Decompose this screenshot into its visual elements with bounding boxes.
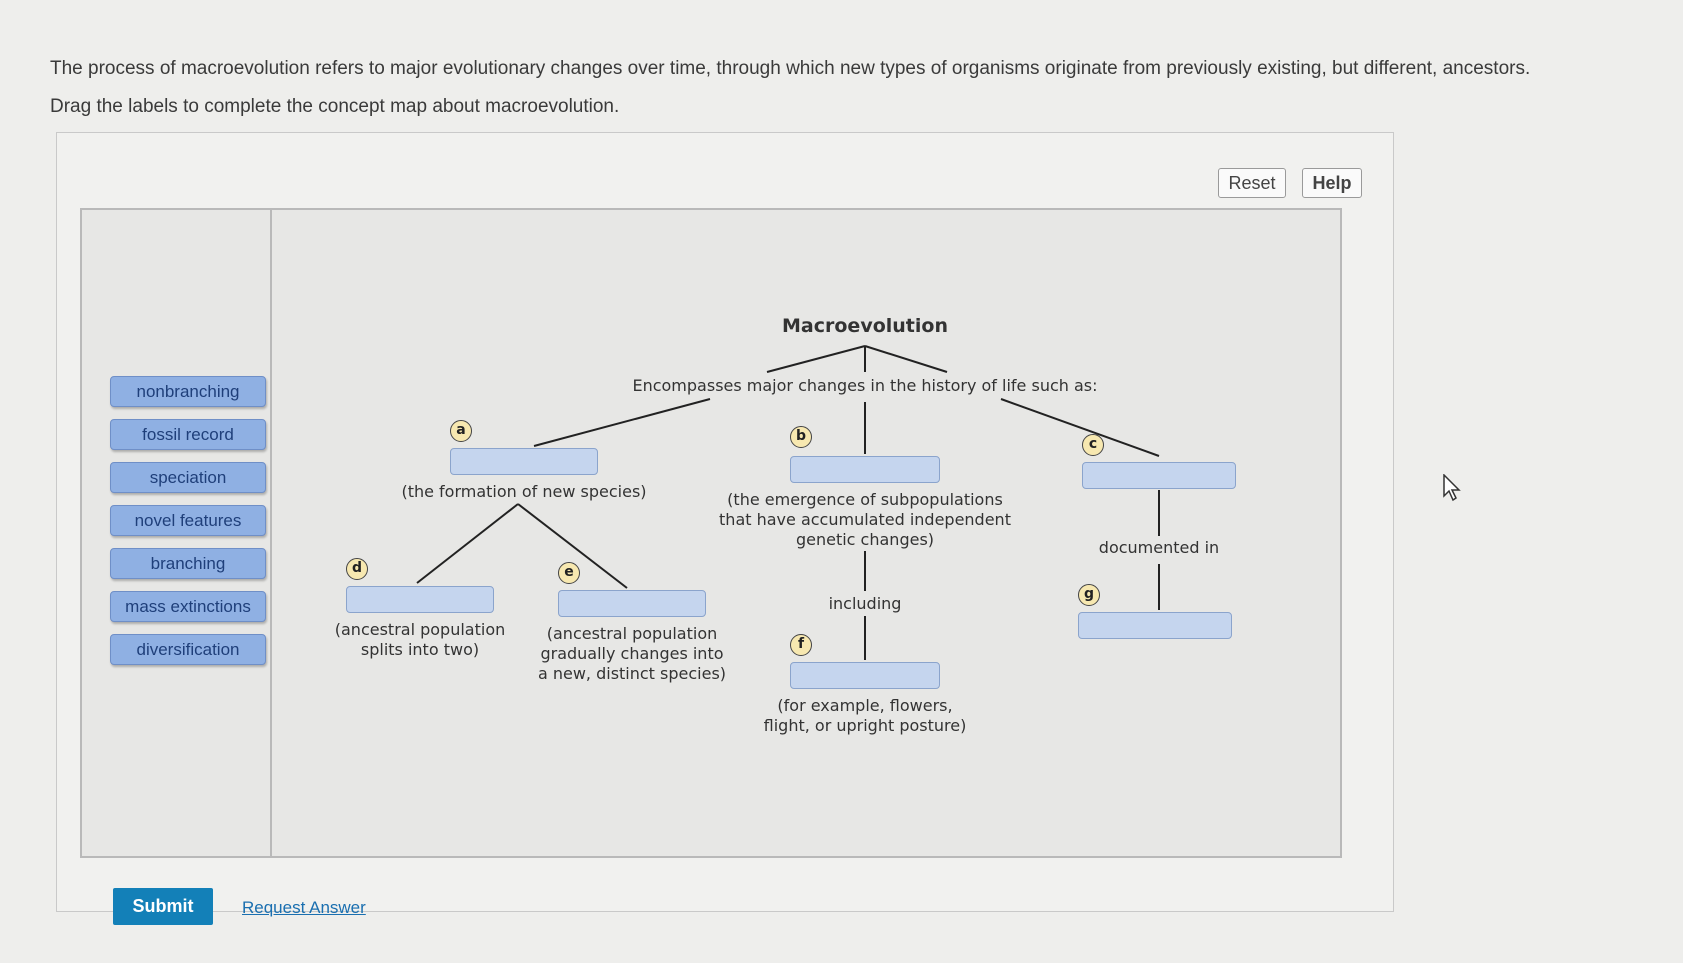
mouse-pointer-icon (1443, 474, 1461, 502)
reset-button[interactable]: Reset (1218, 168, 1286, 198)
badge-f: f (790, 634, 812, 656)
connector-to-a (533, 398, 711, 447)
concept-map-workspace (80, 208, 1342, 858)
encompasses-text: Encompasses major changes in the history… (632, 376, 1098, 395)
drop-target-f[interactable] (790, 662, 940, 689)
connector-title-right (864, 345, 948, 373)
drop-target-b[interactable] (790, 456, 940, 483)
connector-title-left (766, 345, 866, 373)
a-description: (the formation of new species) (401, 482, 647, 501)
question-text: The process of macroevolution refers to … (50, 50, 1675, 126)
label-chip-fossil-record[interactable]: fossil record (110, 419, 266, 450)
f-description: (for example, flowers,flight, or upright… (763, 696, 967, 735)
drop-target-e[interactable] (558, 590, 706, 617)
badge-d: d (346, 558, 368, 580)
label-chip-branching[interactable]: branching (110, 548, 266, 579)
question-instruction: Drag the labels to complete the concept … (50, 96, 620, 117)
submit-button[interactable]: Submit (113, 888, 213, 925)
badge-g: g (1078, 584, 1100, 606)
question-intro: The process of macroevolution refers to … (50, 58, 1531, 79)
badge-b: b (790, 426, 812, 448)
help-button[interactable]: Help (1302, 168, 1362, 198)
label-chip-nonbranching[interactable]: nonbranching (110, 376, 266, 407)
connector-lines (416, 345, 1160, 660)
label-chip-speciation[interactable]: speciation (110, 462, 266, 493)
badge-a: a (450, 420, 472, 442)
connector-to-c (1000, 398, 1160, 457)
documented-in-text: documented in (1098, 538, 1220, 557)
drop-target-c[interactable] (1082, 462, 1236, 489)
label-chip-novel-features[interactable]: novel features (110, 505, 266, 536)
labels-panel (80, 208, 272, 858)
connector-a-to-d (416, 503, 519, 584)
label-chip-mass-extinctions[interactable]: mass extinctions (110, 591, 266, 622)
drop-target-d[interactable] (346, 586, 494, 613)
concept-map: Macroevolution Encompasses major changes… (272, 208, 1342, 858)
connector-a-to-e (517, 503, 628, 589)
request-answer-link[interactable]: Request Answer (242, 898, 366, 917)
including-text: including (828, 594, 902, 613)
label-chip-diversification[interactable]: diversification (110, 634, 266, 665)
map-title: Macroevolution (782, 315, 948, 337)
badge-c: c (1082, 434, 1104, 456)
badge-e: e (558, 562, 580, 584)
drop-target-g[interactable] (1078, 612, 1232, 639)
drop-target-a[interactable] (450, 448, 598, 475)
